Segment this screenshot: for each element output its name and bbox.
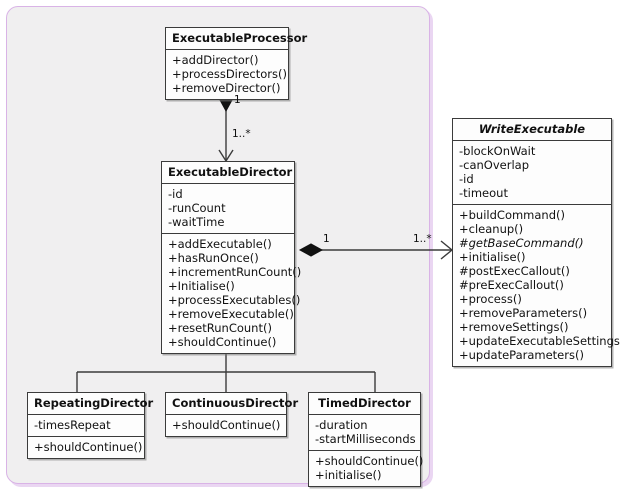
- member: -id: [459, 172, 474, 186]
- operations-compartment-write-executable: +buildCommand() +cleanup() #getBaseComma…: [453, 205, 620, 366]
- member: -timesRepeat: [34, 418, 111, 432]
- member: +Initialise(): [168, 279, 235, 293]
- member: #preExecCallout(): [459, 278, 564, 292]
- operations-compartment-executable-director: +addExecutable() +hasRunOnce() +incremen…: [162, 234, 302, 353]
- member: -id: [168, 187, 183, 201]
- class-name-write-executable: WriteExecutable: [453, 119, 611, 141]
- member: +buildCommand(): [459, 208, 565, 222]
- member: +removeSettings(): [459, 320, 569, 334]
- attributes-compartment-executable-director: -id -runCount -waitTime: [162, 184, 294, 234]
- member: +removeExecutable(): [168, 307, 294, 321]
- member: +hasRunOnce(): [168, 251, 259, 265]
- member: -waitTime: [168, 215, 225, 229]
- member: +removeParameters(): [459, 306, 588, 320]
- member: -canOverlap: [459, 158, 530, 172]
- member: -duration: [315, 418, 368, 432]
- member: -blockOnWait: [459, 144, 536, 158]
- operations-compartment-timed-director: +shouldContinue() +initialise(): [309, 451, 424, 486]
- member: +updateExecutableSettings(): [459, 334, 620, 348]
- multiplicity-director-end: 1..*: [232, 128, 251, 140]
- class-continuous-director[interactable]: ContinuousDirector +shouldContinue(): [165, 392, 298, 437]
- member: +initialise(): [459, 250, 526, 264]
- class-write-executable[interactable]: WriteExecutable -blockOnWait -canOverlap…: [452, 118, 620, 367]
- attributes-compartment-timed-director: -duration -startMilliseconds: [309, 415, 420, 451]
- class-timed-director[interactable]: TimedDirector -duration -startMillisecon…: [308, 392, 424, 487]
- member: +shouldContinue(): [315, 454, 424, 468]
- member: +shouldContinue(): [34, 440, 143, 454]
- multiplicity-processor-end: 1: [234, 94, 241, 106]
- member: +shouldContinue(): [168, 335, 277, 349]
- member: +removeDirector(): [172, 81, 281, 95]
- class-name-executable-director: ExecutableDirector: [162, 162, 294, 184]
- multiplicity-director-source: 1: [323, 233, 330, 245]
- member: #postExecCallout(): [459, 264, 570, 278]
- class-name-continuous-director: ContinuousDirector: [166, 393, 298, 415]
- class-repeating-director[interactable]: RepeatingDirector -timesRepeat +shouldCo…: [27, 392, 153, 459]
- multiplicity-writeexecutable-end: 1..*: [413, 233, 432, 245]
- member: +incrementRunCount(): [168, 265, 302, 279]
- member: -runCount: [168, 201, 226, 215]
- member: +processDirectors(): [172, 67, 287, 81]
- operations-compartment-continuous-director: +shouldContinue(): [166, 415, 286, 436]
- member: +resetRunCount(): [168, 321, 272, 335]
- class-name-timed-director: TimedDirector: [309, 393, 420, 415]
- member: +updateParameters(): [459, 348, 584, 362]
- class-name-repeating-director: RepeatingDirector: [28, 393, 153, 415]
- member: -startMilliseconds: [315, 432, 416, 446]
- class-executable-director[interactable]: ExecutableDirector -id -runCount -waitTi…: [161, 161, 302, 354]
- class-executable-processor[interactable]: ExecutableProcessor +addDirector() +proc…: [165, 27, 307, 100]
- attributes-compartment-write-executable: -blockOnWait -canOverlap -id -timeout: [453, 141, 611, 205]
- member: -timeout: [459, 186, 508, 200]
- operations-compartment-repeating-director: +shouldContinue(): [28, 437, 144, 458]
- member: +initialise(): [315, 468, 382, 482]
- operations-compartment-executable-processor: +addDirector() +processDirectors() +remo…: [166, 50, 288, 99]
- class-name-executable-processor: ExecutableProcessor: [166, 28, 307, 50]
- member: +addDirector(): [172, 53, 259, 67]
- member: +processExecutables(): [168, 293, 301, 307]
- member: +cleanup(): [459, 222, 524, 236]
- attributes-compartment-repeating-director: -timesRepeat: [28, 415, 144, 437]
- member: #getBaseCommand(): [459, 236, 584, 250]
- member: +process(): [459, 292, 522, 306]
- member: +addExecutable(): [168, 237, 272, 251]
- member: +shouldContinue(): [172, 418, 281, 432]
